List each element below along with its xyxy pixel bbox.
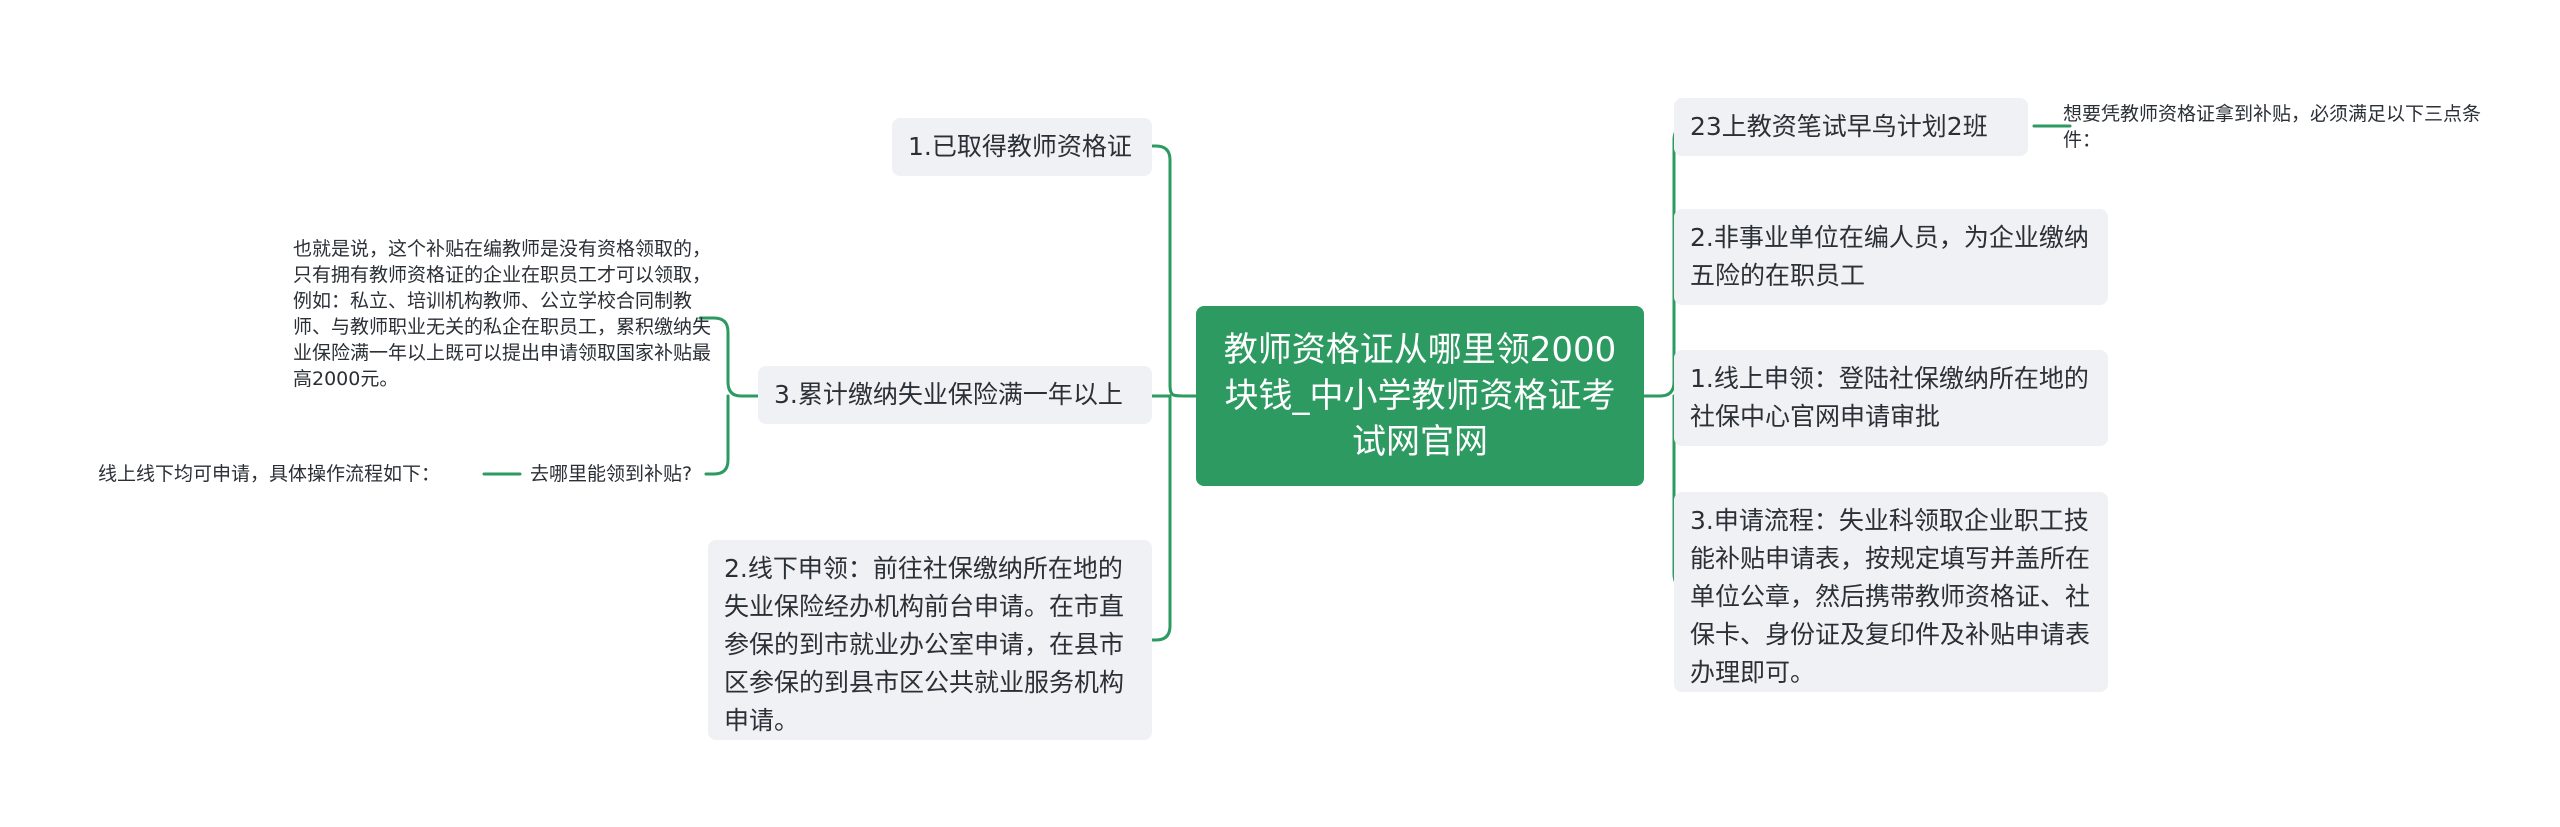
topic-application-process[interactable]: 3.申请流程：失业科领取企业职工技能补贴申请表，按规定填写并盖所在单位公章，然后… [1674,492,2108,692]
topic-online-application[interactable]: 1.线上申领：登陆社保缴纳所在地的社保中心官网申请审批 [1674,350,2108,446]
topic-course-promo[interactable]: 23上教资笔试早鸟计划2班 [1674,98,2028,156]
note-apply-online-offline-text: 线上线下均可申请，具体操作流程如下： [98,463,441,485]
topic-non-public-employee-text: 2.非事业单位在编人员，为企业缴纳五险的在职员工 [1690,223,2089,290]
link-n3-children [698,316,760,398]
left-spine [1150,144,1187,398]
link-left-n2 [1150,394,1172,642]
note-apply-online-offline: 线上线下均可申请，具体操作流程如下： [98,461,478,487]
topic-unemployment-insurance[interactable]: 3.累计缴纳失业保险满一年以上 [758,366,1152,424]
link-n3-where [704,394,730,476]
topic-non-public-employee[interactable]: 2.非事业单位在编人员，为企业缴纳五险的在职员工 [1674,209,2108,305]
root-topic-text: 教师资格证从哪里领2000块钱_中小学教师资格证考试网官网 [1223,330,1617,462]
root-topic[interactable]: 教师资格证从哪里领2000块钱_中小学教师资格证考试网官网 [1196,306,1644,486]
topic-offline-application-text: 2.线下申领：前往社保缴纳所在地的失业保险经办机构前台申请。在市直参保的到市就业… [724,554,1125,735]
note-three-conditions-text: 想要凭教师资格证拿到补贴，必须满足以下三点条件： [2063,103,2482,151]
topic-course-promo-text: 23上教资笔试早鸟计划2班 [1690,112,1988,141]
topic-where-to-get-text: 去哪里能领到补贴? [530,463,693,485]
note-subsidy-eligibility: 也就是说，这个补贴在编教师是没有资格领取的，只有拥有教师资格证的企业在职员工才可… [293,236,711,392]
topic-unemployment-insurance-text: 3.累计缴纳失业保险满一年以上 [774,380,1123,409]
topic-qualified-certificate[interactable]: 1.已取得教师资格证 [892,118,1152,176]
topic-where-to-get[interactable]: 去哪里能领到补贴? [530,461,710,487]
topic-application-process-text: 3.申请流程：失业科领取企业职工技能补贴申请表，按规定填写并盖所在单位公章，然后… [1690,506,2091,687]
topic-qualified-certificate-text: 1.已取得教师资格证 [908,132,1132,161]
note-three-conditions: 想要凭教师资格证拿到补贴，必须满足以下三点条件： [2063,101,2483,153]
topic-online-application-text: 1.线上申领：登陆社保缴纳所在地的社保中心官网申请审批 [1690,364,2089,431]
topic-offline-application[interactable]: 2.线下申领：前往社保缴纳所在地的失业保险经办机构前台申请。在市直参保的到市就业… [708,540,1152,740]
note-subsidy-eligibility-text: 也就是说，这个补贴在编教师是没有资格领取的，只有拥有教师资格证的企业在职员工才可… [293,238,712,390]
